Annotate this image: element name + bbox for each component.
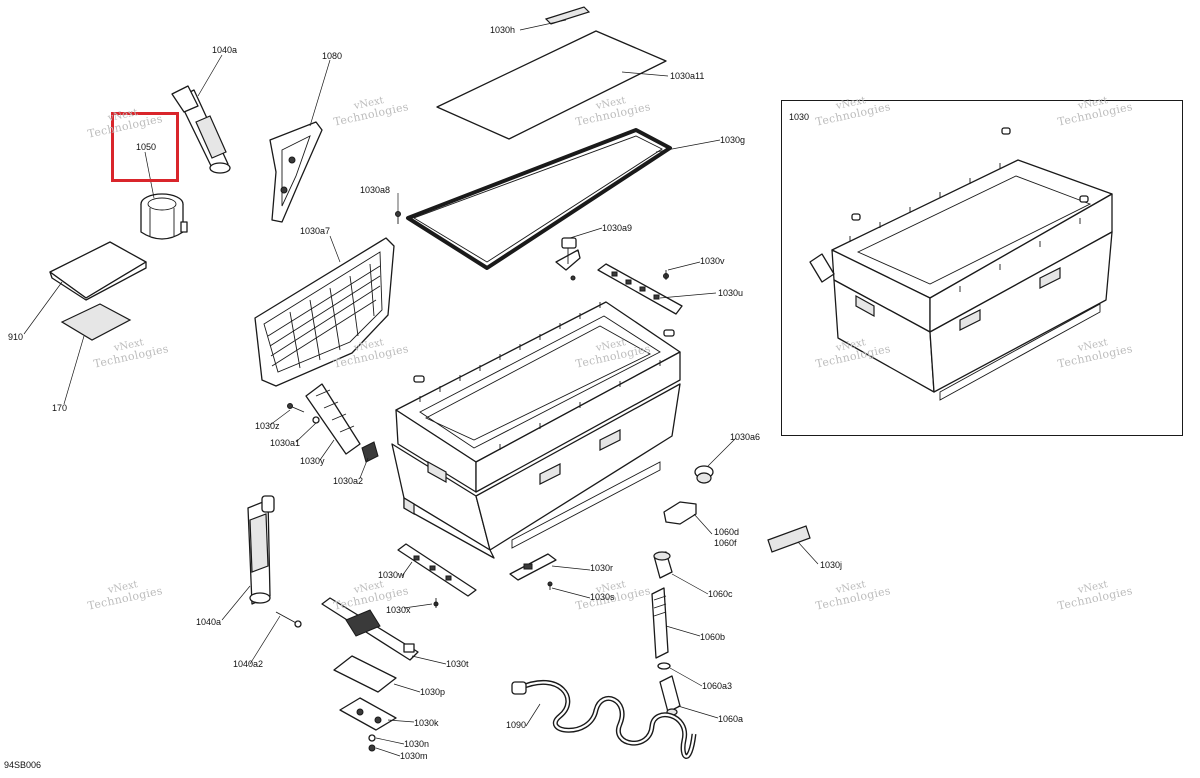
part-1030a11-sheet[interactable] [436,30,667,140]
part-1030a8-screw[interactable] [395,211,401,225]
part-1030h-label-plate[interactable] [544,6,591,25]
callout-1030m[interactable]: 1030m [400,751,428,761]
callout-1030w[interactable]: 1030w [378,570,405,580]
callout-1030a1[interactable]: 1030a1 [270,438,301,448]
part-1030j-label[interactable] [767,525,811,553]
part-1030a7-lid-panel[interactable] [254,237,395,387]
callout-1060d[interactable]: 1060d [714,527,740,537]
callout-1060a[interactable]: 1060a [718,714,744,724]
part-1040a2-screw[interactable] [275,611,302,628]
part-1030z-screw[interactable] [287,403,305,413]
part-1090-coiled-hose[interactable] [511,680,697,759]
part-1030r-bracket[interactable] [509,553,557,581]
callout-1030a11[interactable]: 1030a11 [670,71,705,81]
callout-1030a9[interactable]: 1030a9 [602,223,633,233]
callout-1040a-bottom[interactable]: 1040a [196,617,222,627]
inset-frame [781,100,1183,436]
part-1030t-strap[interactable] [321,597,419,661]
callout-1030j[interactable]: 1030j [820,560,843,570]
part-1060b-tube[interactable] [651,587,669,659]
callout-1060a3[interactable]: 1060a3 [702,681,733,691]
callout-1090[interactable]: 1090 [506,720,527,730]
callout-1040a-top[interactable]: 1040a [212,45,238,55]
part-910-sheet[interactable] [49,241,147,301]
part-1080-bracket[interactable] [269,121,323,223]
callout-910[interactable]: 910 [8,332,24,342]
part-1030p-pad[interactable] [333,655,397,693]
part-1060c-cap[interactable] [653,551,673,579]
part-1030m-screw[interactable] [368,744,376,752]
part-1050-cup-holder[interactable] [140,193,188,240]
part-1030s-screw[interactable] [547,581,553,590]
callout-1030s[interactable]: 1030s [590,592,615,602]
callout-1030a6[interactable]: 1030a6 [730,432,761,442]
part-170-sheet[interactable] [60,303,132,341]
callout-1030x[interactable]: 1030x [386,605,411,615]
part-1030y-handle[interactable] [305,383,361,455]
callout-1040a2[interactable]: 1040a2 [233,659,264,669]
part-1030w-rail[interactable] [397,543,477,597]
callout-1030a7[interactable]: 1030a7 [300,226,331,236]
callout-1030v[interactable]: 1030v [700,256,725,266]
callout-1030p[interactable]: 1030p [420,687,446,697]
part-1030u-rail[interactable] [597,263,683,315]
inset-assembled-box [809,127,1113,401]
callout-1030a8[interactable]: 1030a8 [360,185,391,195]
callout-1080[interactable]: 1080 [322,51,343,61]
callout-1030z[interactable]: 1030z [255,421,280,431]
callout-1050[interactable]: 1050 [136,142,157,152]
callout-1030u[interactable]: 1030u [718,288,744,298]
part-1030x-screw[interactable] [433,598,439,608]
part-1030n-washer[interactable] [368,734,376,742]
leader-lines [23,19,819,757]
part-1030g-seal[interactable] [406,128,672,270]
callout-1060b[interactable]: 1060b [700,632,726,642]
callout-1060f[interactable]: 1060f [714,538,737,548]
callout-1030h[interactable]: 1030h [490,25,516,35]
callout-1030n[interactable]: 1030n [404,739,430,749]
part-1030a2-clip[interactable] [361,441,379,463]
callout-1030y[interactable]: 1030y [300,456,325,466]
part-1030v-screw[interactable] [663,270,669,280]
part-1040a-rod-holder-top[interactable] [171,85,231,174]
callout-1030k[interactable]: 1030k [414,718,439,728]
part-1030a1-washer[interactable] [312,416,320,424]
part-1060a3-o-ring[interactable] [657,662,671,670]
callout-1030g[interactable]: 1030g [720,135,746,145]
part-1030a9-latch[interactable] [555,237,581,281]
callout-1030a2[interactable]: 1030a2 [333,476,364,486]
callout-1030t[interactable]: 1030t [446,659,469,669]
part-1040a-rod-holder-bottom[interactable] [247,495,275,605]
drawing-code: 94SB006 [4,760,42,770]
part-1060d-decal[interactable] [663,501,697,525]
callout-170[interactable]: 170 [52,403,68,413]
part-1030k-plate[interactable] [339,697,397,731]
part-1030a6-fitting[interactable] [694,465,714,484]
callout-1030r[interactable]: 1030r [590,563,614,573]
inset-label: 1030 [789,112,810,122]
part-1060a-fitting[interactable] [659,675,681,716]
callout-1060c[interactable]: 1060c [708,589,733,599]
part-main-storage-box[interactable] [391,301,681,559]
